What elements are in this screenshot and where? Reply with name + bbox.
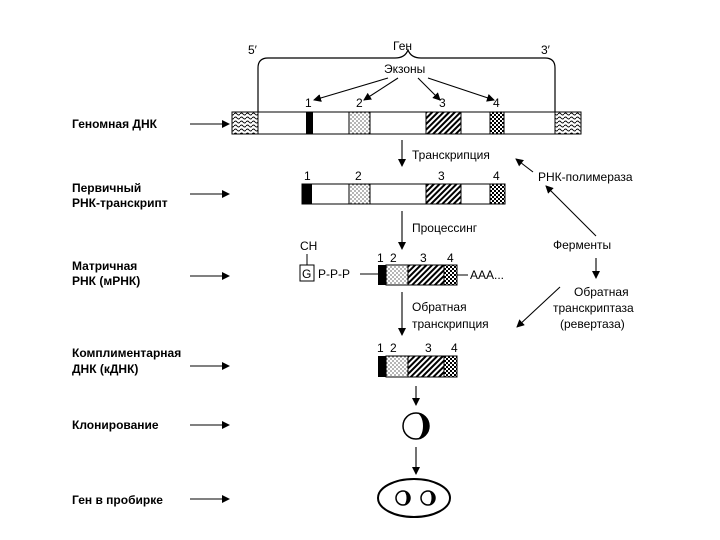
mrna-exon-number-4: 4 <box>447 251 454 265</box>
exon-number-3: 3 <box>439 96 446 110</box>
gene-label: Ген <box>393 39 412 53</box>
enzymes-up-arrow <box>545 185 597 237</box>
reverse-transcriptase-arrow <box>516 286 561 328</box>
mrna-label-line1: Матричная <box>72 259 137 273</box>
primary-exon-number-3: 3 <box>438 169 445 183</box>
exon-2 <box>348 111 371 135</box>
cdna-label-line2: ДНК (кДНК) <box>72 362 138 376</box>
reverse-transcriptase-label-line2: транскриптаза <box>553 301 634 315</box>
cdna-bar <box>378 355 458 378</box>
mrna-label-line2: РНК (мРНК) <box>72 274 140 288</box>
enzymes-label: Ферменты <box>553 238 611 252</box>
cdna-exon-number-4: 4 <box>451 341 458 355</box>
transcription-label: Транскрипция <box>412 148 490 162</box>
exon-4 <box>489 111 505 135</box>
test-tube-label: Ген в пробирке <box>72 493 163 507</box>
primary-transcript-label-line2: РНК-транскрипт <box>72 196 168 210</box>
genomic-dna-bar <box>231 111 582 135</box>
exon-number-4: 4 <box>493 96 500 110</box>
exon-pointer-arrows <box>313 77 495 102</box>
three-prime-label: 3′ <box>541 43 551 57</box>
exon-number-2: 2 <box>356 96 363 110</box>
mrna-ppp-label: P-P-P <box>318 267 350 281</box>
exons-label: Экзоны <box>384 62 425 76</box>
test-tube-cell-icon <box>377 478 451 518</box>
cloning-cell-icon <box>402 412 430 440</box>
rna-polymerase-arrow <box>515 158 534 173</box>
processing-label: Процессинг <box>412 221 478 235</box>
genomic-dna-label: Геномная ДНК <box>72 117 158 131</box>
mrna-exon-number-2: 2 <box>390 251 397 265</box>
primary-exon-number-2: 2 <box>355 169 362 183</box>
mrna-bar <box>378 264 458 286</box>
exon-1 <box>306 112 313 134</box>
reverse-transcriptase-label-line3: (ревертаза) <box>560 317 625 331</box>
cdna-exon-number-3: 3 <box>425 341 432 355</box>
cdna-exon-number-2: 2 <box>390 341 397 355</box>
mrna-exon-number-3: 3 <box>420 251 427 265</box>
reverse-transcriptase-label-line1: Обратная <box>574 285 629 299</box>
cdna-exon-number-1: 1 <box>377 341 384 355</box>
reverse-transcription-label-line2: транскрипция <box>412 317 489 331</box>
mrna-exon-number-1: 1 <box>377 251 384 265</box>
exon-3 <box>425 111 462 135</box>
primary-exon-number-1: 1 <box>304 169 311 183</box>
mrna-poly-a-label: AAA... <box>470 268 504 282</box>
rna-polymerase-label: РНК-полимераза <box>538 170 633 184</box>
five-prime-label: 5′ <box>248 43 258 57</box>
mrna-g-box <box>299 264 315 282</box>
gene-bracket <box>257 48 556 112</box>
mrna-g-label: G <box>302 267 311 281</box>
primary-transcript-bar <box>301 183 506 205</box>
primary-transcript-label-line1: Первичный <box>72 181 141 195</box>
reverse-transcription-label-line1: Обратная <box>412 300 467 314</box>
exon-number-1: 1 <box>305 96 312 110</box>
cdna-label-line1: Комплиментарная <box>72 346 181 360</box>
primary-exon-number-4: 4 <box>493 169 500 183</box>
mrna-ch-label: CH <box>300 239 317 253</box>
cloning-label: Клонирование <box>72 418 159 432</box>
